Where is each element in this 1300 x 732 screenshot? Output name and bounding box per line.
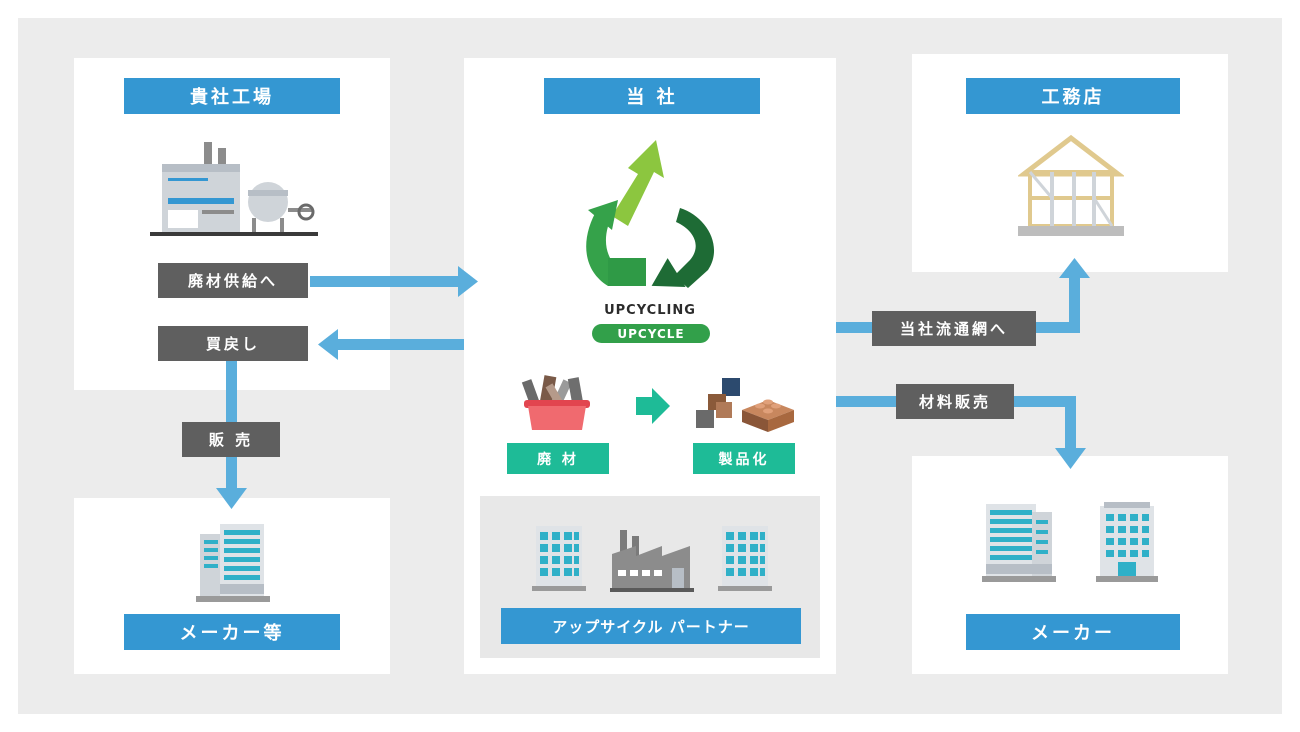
factory-icon — [610, 530, 694, 592]
upcycling-text: UPCYCLING — [604, 302, 696, 318]
maker-title: メーカー — [966, 614, 1180, 650]
distribution-label: 当社流通網へ — [872, 311, 1036, 346]
material-sales-label: 材料販売 — [896, 384, 1014, 419]
waste-label: 廃 材 — [507, 443, 609, 474]
waste-supply-label: 廃材供給へ — [158, 263, 308, 298]
factory-plant-icon — [150, 142, 318, 236]
contractor-title: 工務店 — [966, 78, 1180, 114]
partner-title: アップサイクル パートナー — [501, 608, 801, 644]
client-factory-title: 貴社工場 — [124, 78, 340, 114]
our-company-title: 当 社 — [544, 78, 760, 114]
office-building-icon — [532, 526, 586, 591]
teal-arrow-icon — [636, 388, 670, 424]
office-building-icon — [1096, 502, 1158, 582]
house-frame-icon — [1018, 134, 1124, 236]
waste-basket-icon — [521, 375, 590, 430]
maker-etc-title: メーカー等 — [124, 614, 340, 650]
product-blocks-icon — [696, 378, 794, 432]
upcycle-badge: UPCYCLE — [592, 324, 710, 343]
office-building-icon — [982, 504, 1056, 582]
product-label: 製品化 — [693, 443, 795, 474]
sales-label: 販 売 — [182, 422, 280, 457]
recycle-arrows-icon — [586, 140, 715, 288]
office-building-icon — [196, 524, 270, 602]
buy-back-label: 買戻し — [158, 326, 308, 361]
office-building-icon — [718, 526, 772, 591]
